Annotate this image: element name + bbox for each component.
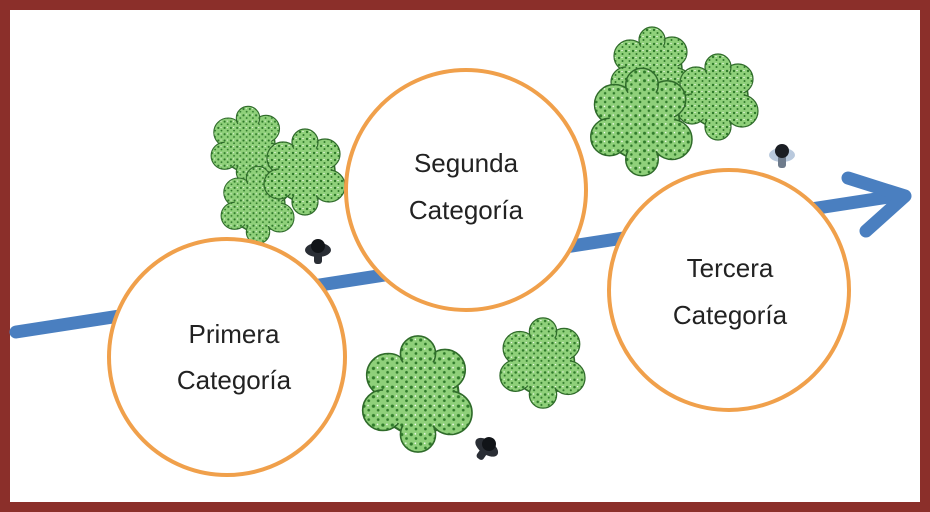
category-label-line1: Tercera [687, 253, 774, 283]
category-label-line2: Categoría [409, 195, 524, 225]
category-circle-tercera: Tercera Categoría [607, 168, 851, 412]
tree-icon [361, 334, 474, 454]
tree-icon [499, 317, 586, 409]
category-label-line1: Primera [188, 319, 280, 349]
person-icon [468, 430, 504, 467]
tree-icon [676, 53, 759, 141]
tree-icon [589, 67, 693, 177]
category-label-line2: Categoría [673, 300, 788, 330]
category-circle-primera: Primera Categoría [107, 237, 347, 477]
category-label-line2: Categoría [177, 365, 292, 395]
person-icon [305, 239, 331, 264]
category-circle-segunda: Segunda Categoría [344, 68, 588, 312]
category-label-line1: Segunda [414, 148, 519, 178]
person-icon [769, 144, 795, 168]
